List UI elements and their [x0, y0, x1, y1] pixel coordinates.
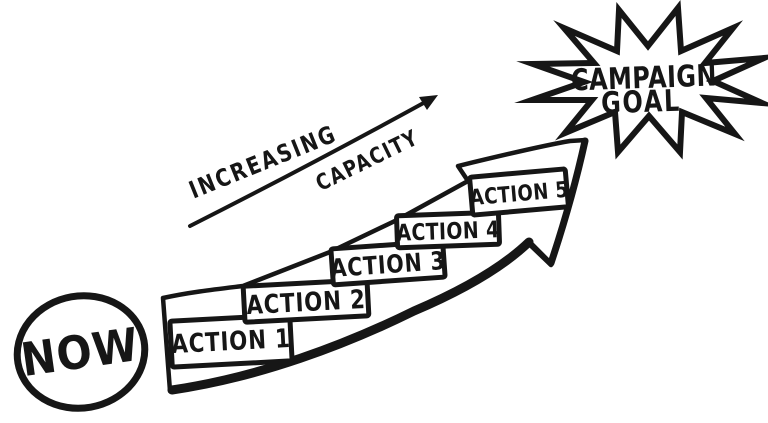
trend-label-increasing: INCREASING [186, 121, 341, 205]
trend-arrowhead-icon [419, 95, 438, 110]
goal-label-line2: GOAL [601, 84, 682, 121]
step-action-3: ACTION 3 [328, 238, 448, 288]
step-box-3 [328, 238, 448, 288]
step-box-1 [167, 312, 295, 370]
step-action-4: ACTION 4 [394, 209, 502, 251]
step-label-4: ACTION 4 [396, 215, 500, 246]
growth-arrow-swoosh-edge [167, 237, 534, 395]
step-action-1: ACTION 1 [167, 312, 295, 370]
now-marker: NOW [13, 292, 149, 412]
step-action-5: ACTION 5 [467, 166, 571, 218]
growth-arrow-notch-edge [526, 239, 554, 267]
step-box-5 [467, 166, 571, 218]
step-label-1: ACTION 1 [171, 323, 292, 360]
trend-arrow: INCREASING CAPACITY [186, 95, 438, 228]
goal-starburst-icon [514, 0, 768, 160]
goal-burst: CAMPAIGN GOAL [514, 0, 768, 160]
step-box-4 [394, 209, 502, 251]
step-box-2 [240, 277, 372, 325]
goal-label-line1: CAMPAIGN [570, 59, 717, 98]
now-ellipse [13, 292, 149, 412]
step-action-2: ACTION 2 [240, 277, 372, 325]
trend-arrow-line [188, 98, 431, 228]
step-label-2: ACTION 2 [246, 284, 367, 321]
